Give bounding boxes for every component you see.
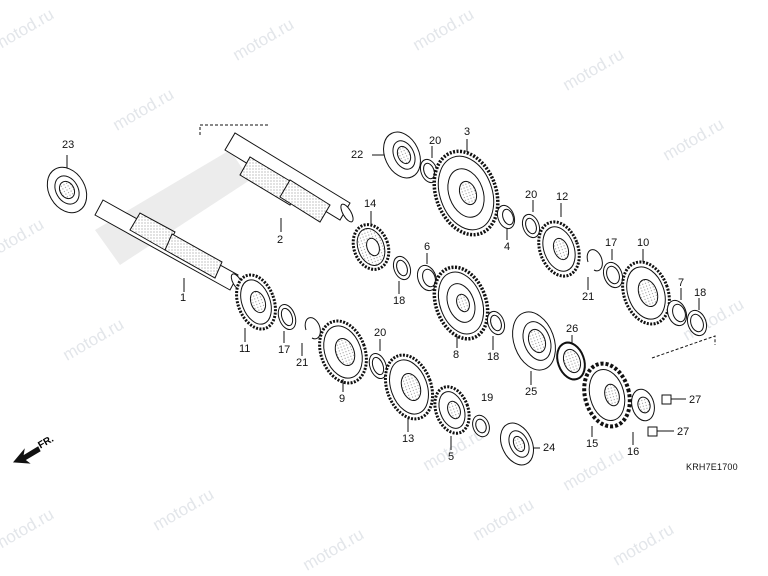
washer-20-right — [521, 213, 541, 239]
washer-18-left — [392, 255, 412, 281]
callout-20-right: 20 — [525, 189, 538, 201]
callout-20-middle: 20 — [374, 327, 387, 339]
callout-20-top: 20 — [429, 135, 442, 147]
callout-17-left: 17 — [278, 344, 291, 356]
gear-11 — [235, 273, 277, 331]
circlip-21-left — [304, 317, 321, 340]
washer-17-right — [602, 261, 624, 289]
callout-2: 2 — [277, 234, 284, 246]
gear-12 — [537, 220, 581, 278]
sprocket-15 — [582, 361, 632, 429]
washer-18-middle — [486, 310, 506, 336]
callout-4: 4 — [504, 241, 511, 253]
bolt-27-upper — [661, 394, 686, 405]
callout-22: 22 — [351, 149, 364, 161]
callout-17-right: 17 — [605, 237, 618, 249]
callout-15: 15 — [586, 438, 599, 450]
bushing-7 — [666, 299, 688, 327]
callout-21-left: 21 — [296, 357, 309, 369]
callout-11: 11 — [239, 343, 251, 355]
callout-27-upper: 27 — [689, 394, 702, 406]
mainshaft-1 — [94, 199, 244, 291]
callout-26: 26 — [566, 323, 579, 335]
gear-9 — [318, 319, 368, 385]
gear-3 — [432, 149, 500, 237]
callout-13: 13 — [402, 433, 415, 445]
callout-3: 3 — [464, 126, 471, 138]
callout-25: 25 — [525, 386, 538, 398]
callout-16: 16 — [627, 446, 640, 458]
callout-10: 10 — [637, 237, 650, 249]
gear-5 — [433, 385, 471, 435]
gear-13 — [383, 353, 435, 421]
callout-7: 7 — [678, 277, 685, 289]
callout-24: 24 — [543, 442, 556, 454]
callout-18-middle: 18 — [487, 351, 500, 363]
fixing-plate-16 — [631, 388, 655, 422]
front-direction-arrow-icon — [12, 446, 41, 464]
callout-14: 14 — [364, 198, 377, 210]
callout-6: 6 — [424, 241, 431, 253]
callout-18-right: 18 — [694, 287, 707, 299]
callout-21-right: 21 — [582, 291, 595, 303]
bushing-4 — [496, 204, 516, 230]
callout-23: 23 — [62, 139, 75, 151]
washer-20-middle — [368, 352, 388, 380]
callout-18-left: 18 — [393, 295, 406, 307]
washer-17-left — [277, 303, 297, 331]
gear-10 — [621, 260, 671, 326]
callout-5: 5 — [448, 451, 455, 463]
circlip-21-right — [586, 249, 603, 272]
washer-19 — [472, 414, 490, 438]
gear-14 — [351, 223, 391, 271]
bearing-22 — [383, 131, 421, 179]
callout-8: 8 — [453, 349, 460, 361]
oil-seal-26 — [556, 341, 586, 381]
bushing-6 — [416, 264, 438, 292]
callout-1: 1 — [180, 292, 187, 304]
callout-9: 9 — [339, 393, 346, 405]
countershaft-2 — [224, 132, 354, 223]
washer-18-right — [686, 309, 708, 337]
bolt-27-lower — [647, 426, 674, 437]
diagram-code: KRH7E1700 — [686, 462, 738, 472]
gear-8 — [432, 265, 490, 341]
bearing-23 — [46, 166, 88, 214]
callout-19: 19 — [481, 392, 494, 404]
callout-27-lower: 27 — [677, 426, 690, 438]
callout-12: 12 — [556, 191, 569, 203]
bearing-25 — [512, 311, 556, 371]
bearing-24 — [500, 422, 534, 466]
